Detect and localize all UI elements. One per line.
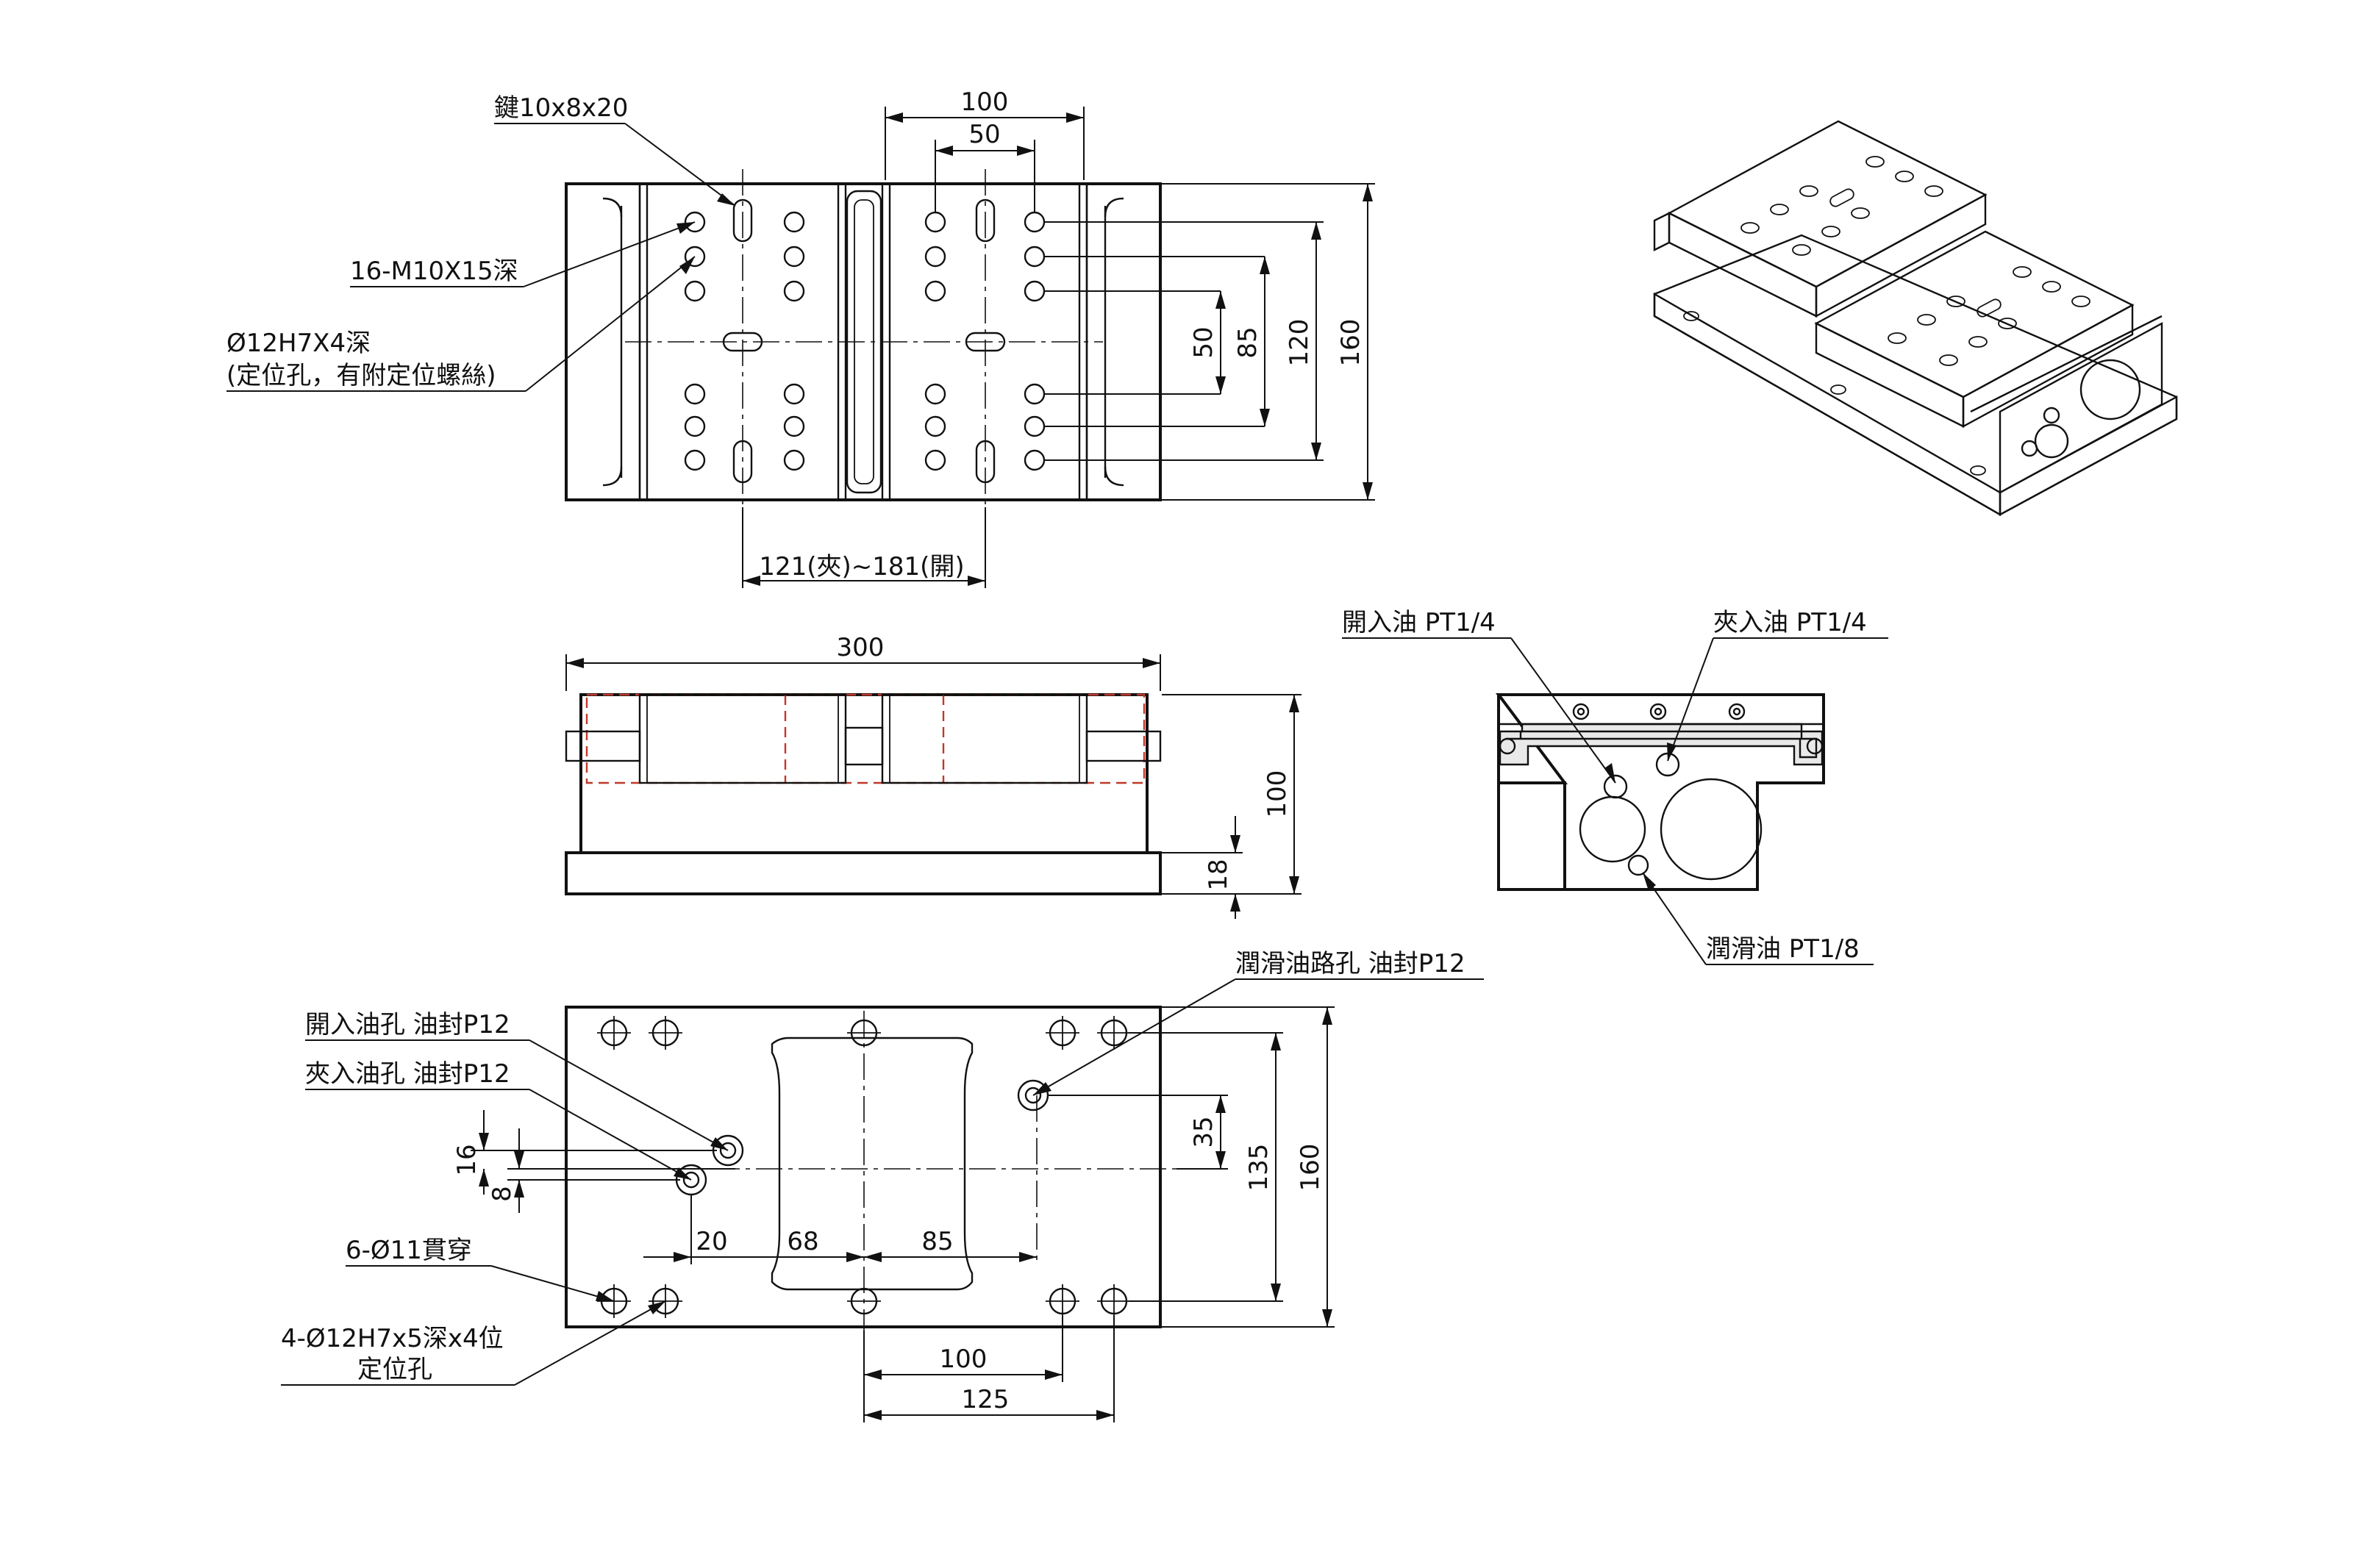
dim-top-v85: 85 <box>1233 326 1263 358</box>
dim-top-v160: 160 <box>1336 319 1365 367</box>
label-key: 鍵10x8x20 <box>494 93 628 123</box>
front-hidden-outline <box>585 693 1146 784</box>
dim-top-50: 50 <box>968 120 1000 149</box>
label-thread: 16-M10X15深 <box>350 257 518 286</box>
dim-bottom-100: 100 <box>940 1345 988 1374</box>
label-through-holes: 6-Ø11貫穿 <box>346 1236 472 1265</box>
front-base <box>565 851 1162 895</box>
label-open-oil: 開入油 PT1/4 <box>1342 608 1496 637</box>
bottom-outline <box>565 1006 1162 1328</box>
label-locating-holes: 4-Ø12H7x5深x4位 <box>281 1324 504 1353</box>
dim-front-300: 300 <box>837 633 885 662</box>
dim-bottom-85: 85 <box>921 1227 953 1256</box>
label-locating-hole-note: (定位孔，有附定位螺絲) <box>226 361 496 390</box>
dim-bottom-68: 68 <box>787 1227 818 1256</box>
dim-stroke-range: 121(夾)~181(開) <box>759 552 964 581</box>
bottom-view: 35 135 160 16 8 20 68 <box>281 949 1484 1422</box>
label-open-port: 開入油孔 油封P12 <box>305 1010 510 1039</box>
dim-bottom-160: 160 <box>1296 1144 1325 1192</box>
dim-bottom-35: 35 <box>1189 1116 1218 1148</box>
label-clamp-port: 夾入油孔 油封P12 <box>305 1059 510 1089</box>
isometric-view <box>1653 120 2178 517</box>
dim-front-18: 18 <box>1204 859 1233 890</box>
label-lube-oil: 潤滑油 PT1/8 <box>1706 934 1860 964</box>
label-locating-holes-note: 定位孔 <box>357 1355 432 1384</box>
top-view: 100 50 50 85 120 160 121(夾)~181(開) 鍵10x8… <box>226 87 1375 588</box>
dim-bottom-135: 135 <box>1244 1144 1274 1192</box>
label-lube-port: 潤滑油路孔 油封P12 <box>1235 949 1465 978</box>
dim-top-100: 100 <box>961 87 1009 117</box>
top-left-holes <box>684 198 805 484</box>
dim-front-100: 100 <box>1263 770 1292 818</box>
dim-bottom-16: 16 <box>452 1144 482 1175</box>
front-view: 300 100 18 <box>565 633 1302 919</box>
dim-bottom-20: 20 <box>696 1227 727 1256</box>
dim-bottom-125: 125 <box>962 1385 1010 1414</box>
label-clamp-oil: 夾入油 PT1/4 <box>1713 608 1867 637</box>
dim-bottom-8: 8 <box>488 1186 517 1202</box>
label-locating-hole: Ø12H7X4深 <box>226 329 371 358</box>
side-view: 開入油 PT1/4 夾入油 PT1/4 潤滑油 PT1/8 <box>1342 608 1888 965</box>
dim-top-v50: 50 <box>1189 326 1218 358</box>
bottom-pocket <box>771 1037 974 1291</box>
dim-top-v120: 120 <box>1285 319 1314 367</box>
